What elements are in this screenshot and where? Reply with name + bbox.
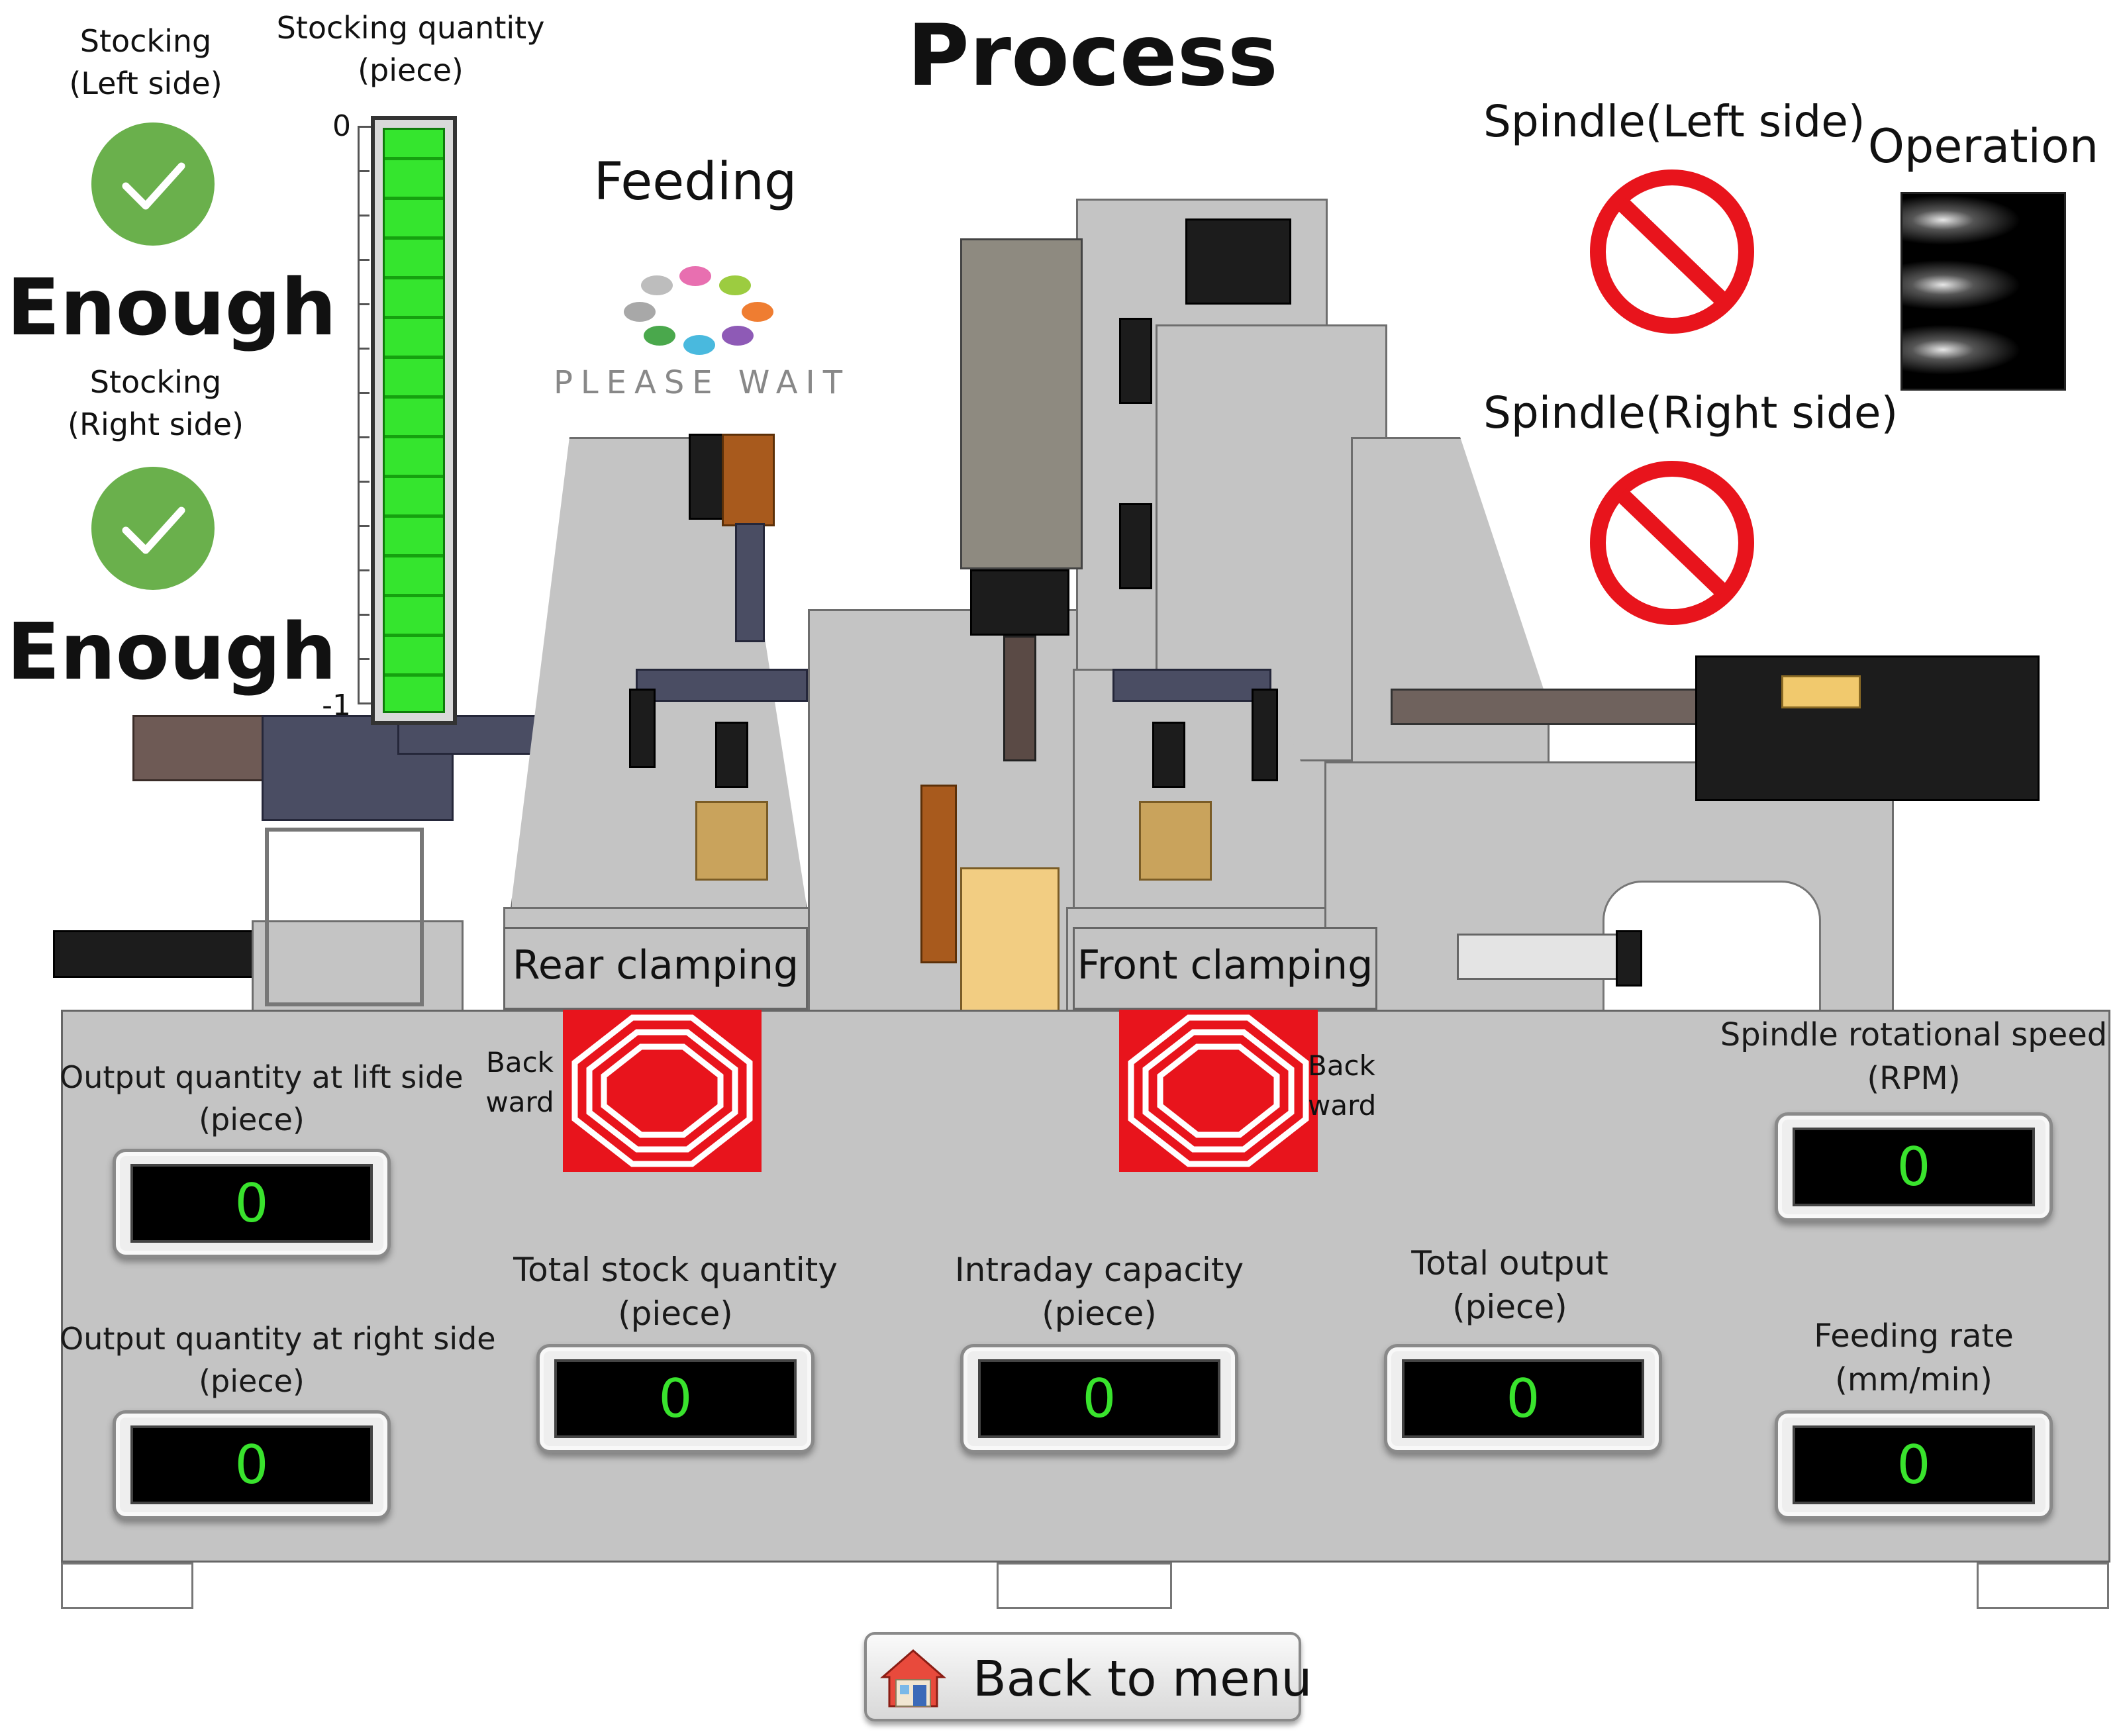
right-output-label: Output quantity at right side (piece) — [60, 1321, 496, 1399]
total-output-display: 0 — [1384, 1344, 1662, 1453]
page-title: Process — [907, 7, 1278, 105]
stocking-right-ok-icon — [91, 467, 215, 590]
intraday-capacity-display: 0 — [960, 1344, 1238, 1453]
home-icon — [879, 1647, 947, 1710]
rear-clamping-label: Rear clamping — [512, 942, 799, 989]
rear-clamp-cylinder — [715, 722, 748, 788]
spindle-right-label: Spindle(Right side) — [1483, 387, 1899, 438]
front-backward-label: Back ward — [1308, 1049, 1377, 1122]
spindle-tool — [1003, 636, 1036, 761]
panel-foot-center — [997, 1563, 1172, 1609]
rear-backward-button[interactable] — [563, 1010, 762, 1172]
stocking-quantity-gauge — [371, 116, 457, 725]
left-output-value: 0 — [130, 1164, 373, 1243]
back-to-menu-label: Back to menu — [973, 1651, 1312, 1708]
spindle-right-stop-icon — [1583, 457, 1761, 629]
intraday-capacity-label: Intraday capacity (piece) — [954, 1251, 1244, 1333]
gauge-scale — [358, 126, 377, 715]
total-output-value: 0 — [1402, 1359, 1644, 1438]
gauge-scale-top: 0 — [332, 109, 351, 143]
left-output-display: 0 — [113, 1149, 391, 1258]
left-feeder-base — [252, 920, 464, 1013]
stocking-right-label: Stocking (Right side) — [68, 364, 244, 442]
feeding-rate-value: 0 — [1793, 1425, 2035, 1504]
spindle-bearing-top — [1119, 318, 1152, 404]
lead-screw — [1391, 689, 1702, 725]
total-stock-label: Total stock quantity (piece) — [513, 1251, 838, 1333]
feeding-rate-display: 0 — [1775, 1410, 2053, 1519]
spindle-speed-label: Spindle rotational speed (RPM) — [1720, 1016, 2108, 1097]
left-output-label: Output quantity at lift side (piece) — [60, 1059, 464, 1137]
front-clamp-cylinder — [1152, 722, 1185, 788]
total-stock-display: 0 — [536, 1344, 814, 1453]
rear-clamp-label-box: Rear clamping — [503, 927, 808, 1010]
motor-coupling — [1781, 675, 1861, 708]
front-backward-button[interactable] — [1119, 1010, 1318, 1172]
panel-foot-left — [61, 1563, 193, 1609]
stocking-left-label: Stocking (Left side) — [69, 23, 222, 101]
spindle-speed-value: 0 — [1793, 1128, 2035, 1206]
total-stock-value: 0 — [554, 1359, 797, 1438]
stocking-left-status: Enough — [7, 262, 337, 353]
rear-backward-label: Back ward — [485, 1046, 554, 1118]
please-wait-spinner-icon — [616, 262, 775, 367]
front-clamping-label: Front clamping — [1077, 942, 1373, 989]
stocking-left-ok-icon — [91, 122, 215, 246]
panel-foot-right — [1977, 1563, 2109, 1609]
gauge-scale-bottom: -1 — [322, 689, 351, 722]
left-cylinder — [53, 930, 271, 978]
stocking-right-status: Enough — [7, 606, 337, 697]
center-brown-bar — [920, 785, 957, 963]
front-clamp-arm — [1112, 669, 1271, 702]
front-clamp-label-box: Front clamping — [1073, 927, 1377, 1010]
total-output-label: Total output (piece) — [1411, 1244, 1608, 1326]
rear-clamp-pad — [695, 801, 768, 881]
rear-rod — [735, 523, 765, 642]
rear-top-brown — [722, 434, 775, 526]
gauge-fill — [383, 128, 445, 713]
front-clamp-pad — [1139, 801, 1212, 881]
spindle-motor — [960, 238, 1083, 569]
spindle-speed-display: 0 — [1775, 1112, 2053, 1222]
spindle-left-stop-icon — [1583, 166, 1761, 338]
spindle-chuck — [970, 569, 1069, 636]
right-output-display: 0 — [113, 1410, 391, 1519]
feeding-rate-label: Feeding rate (mm/min) — [1814, 1318, 2014, 1398]
spindle-top-motor — [1185, 218, 1291, 305]
servo-motor — [1695, 655, 2040, 801]
please-wait-text: PLEASE WAIT — [553, 364, 851, 401]
stocking-quantity-label: Stocking quantity (piece) — [276, 10, 545, 88]
feeding-label: Feeding — [593, 152, 797, 212]
right-cylinder-cap — [1616, 930, 1642, 987]
intraday-capacity-value: 0 — [978, 1359, 1220, 1438]
spindle-left-label: Spindle(Left side) — [1483, 96, 1865, 147]
rear-clamp-arm — [636, 669, 808, 702]
left-feeder-frame — [265, 828, 424, 1006]
operation-label: Operation — [1867, 119, 2099, 173]
spindle-bearing-bottom — [1119, 503, 1152, 589]
back-to-menu-button[interactable]: Back to menu — [864, 1632, 1312, 1721]
rear-clamp-side — [629, 689, 656, 768]
operation-indicator — [1900, 192, 2066, 391]
front-clamp-side — [1252, 689, 1278, 781]
right-cylinder — [1457, 934, 1636, 980]
right-output-value: 0 — [130, 1425, 373, 1504]
control-panel — [61, 1010, 2110, 1563]
